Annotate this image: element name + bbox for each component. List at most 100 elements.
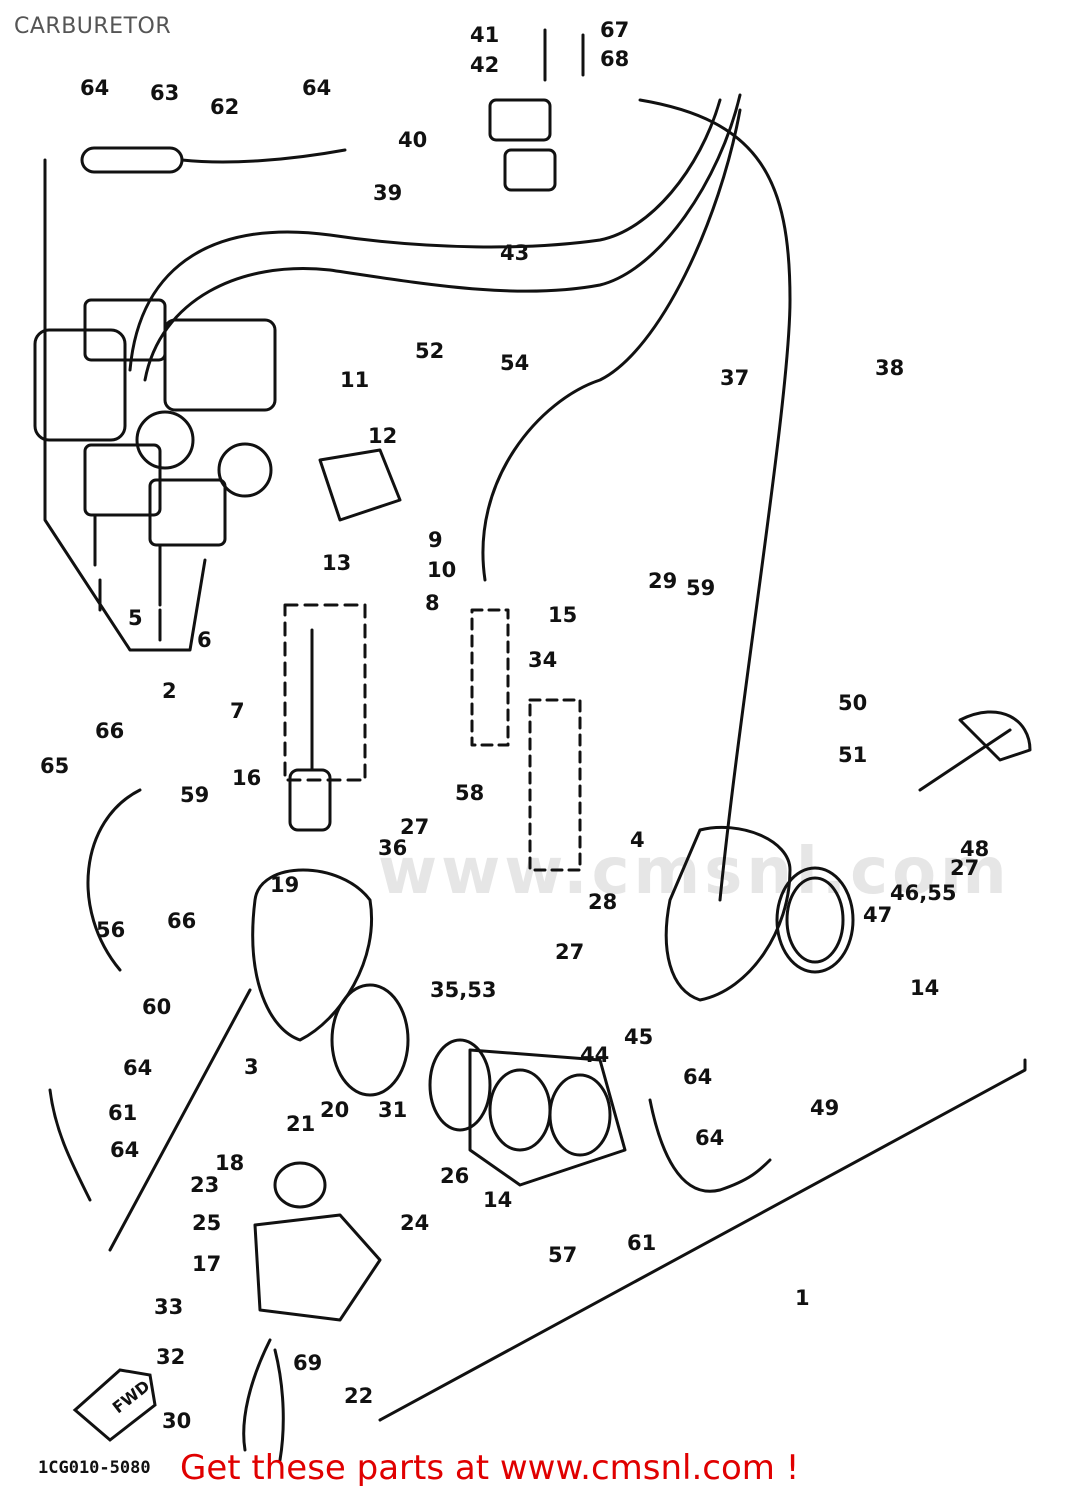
callout-27: 27 bbox=[555, 940, 584, 964]
hose-62 bbox=[180, 148, 347, 164]
callout-44: 44 bbox=[580, 1043, 609, 1067]
callout-64: 64 bbox=[123, 1056, 152, 1080]
callout-58: 58 bbox=[455, 781, 484, 805]
throttle-shaft bbox=[918, 728, 1012, 792]
callout-5: 5 bbox=[128, 606, 143, 630]
callout-49: 49 bbox=[810, 1096, 839, 1120]
fwd-arrow: FWD bbox=[72, 1368, 157, 1442]
callout-51: 51 bbox=[838, 743, 867, 767]
needle-jet-15-box bbox=[470, 608, 510, 747]
callout-34: 34 bbox=[528, 648, 557, 672]
callout-69: 69 bbox=[293, 1351, 322, 1375]
hose-30 bbox=[242, 1338, 272, 1452]
carb-assembly-drawing bbox=[33, 298, 277, 642]
callout-64: 64 bbox=[695, 1126, 724, 1150]
callout-22: 22 bbox=[344, 1384, 373, 1408]
callout-65: 65 bbox=[40, 754, 69, 778]
callout-29: 29 bbox=[648, 569, 677, 593]
callout-labels: 1234567891011121314141516171819202122232… bbox=[40, 18, 989, 1433]
callout-35-53: 35,53 bbox=[430, 978, 496, 1002]
hose-61-left bbox=[48, 1088, 92, 1202]
callout-9: 9 bbox=[428, 528, 443, 552]
diagram-code: 1CG010-5080 bbox=[38, 1458, 151, 1478]
callout-40: 40 bbox=[398, 128, 427, 152]
callout-61: 61 bbox=[627, 1231, 656, 1255]
callout-26: 26 bbox=[440, 1164, 469, 1188]
float-bowl-17 bbox=[253, 1213, 382, 1322]
callout-2: 2 bbox=[162, 679, 177, 703]
callout-59: 59 bbox=[686, 576, 715, 600]
callout-27: 27 bbox=[950, 856, 979, 880]
callout-41: 41 bbox=[470, 23, 499, 47]
pulley-48 bbox=[958, 710, 1032, 762]
callout-23: 23 bbox=[190, 1173, 219, 1197]
callout-48: 48 bbox=[960, 837, 989, 861]
hose-61-right bbox=[648, 1098, 772, 1193]
callout-62: 62 bbox=[210, 95, 239, 119]
bracket-43 bbox=[503, 148, 557, 192]
callout-31: 31 bbox=[378, 1098, 407, 1122]
switch-40 bbox=[488, 98, 552, 142]
callout-52: 52 bbox=[415, 339, 444, 363]
callout-25: 25 bbox=[192, 1211, 221, 1235]
callout-64: 64 bbox=[80, 76, 109, 100]
callout-17: 17 bbox=[192, 1252, 221, 1276]
callout-39: 39 bbox=[373, 181, 402, 205]
callout-15: 15 bbox=[548, 603, 577, 627]
screw-set-34-box bbox=[528, 698, 582, 872]
callout-38: 38 bbox=[875, 356, 904, 380]
callout-8: 8 bbox=[425, 591, 440, 615]
callout-4: 4 bbox=[630, 828, 645, 852]
callout-1: 1 bbox=[795, 1286, 810, 1310]
callout-43: 43 bbox=[500, 241, 529, 265]
callout-20: 20 bbox=[320, 1098, 349, 1122]
needle-set-7-box bbox=[283, 603, 367, 782]
callout-32: 32 bbox=[156, 1345, 185, 1369]
callout-56: 56 bbox=[96, 918, 125, 942]
callout-63: 63 bbox=[150, 81, 179, 105]
callout-27: 27 bbox=[400, 815, 429, 839]
callout-57: 57 bbox=[548, 1243, 577, 1267]
callout-12: 12 bbox=[368, 424, 397, 448]
callout-13: 13 bbox=[322, 551, 351, 575]
callout-64: 64 bbox=[683, 1065, 712, 1089]
cover-13 bbox=[318, 448, 402, 522]
callout-11: 11 bbox=[340, 368, 369, 392]
callout-7: 7 bbox=[230, 699, 245, 723]
page-title: CARBURETOR bbox=[14, 14, 172, 39]
callout-10: 10 bbox=[427, 558, 456, 582]
assembly-bracket-1 bbox=[108, 988, 1027, 1422]
callout-14: 14 bbox=[483, 1188, 512, 1212]
callout-36: 36 bbox=[378, 836, 407, 860]
callout-3: 3 bbox=[244, 1055, 259, 1079]
callout-64: 64 bbox=[302, 76, 331, 100]
hose-69 bbox=[273, 1348, 285, 1462]
callout-60: 60 bbox=[142, 995, 171, 1019]
callout-30: 30 bbox=[162, 1409, 191, 1433]
callout-50: 50 bbox=[838, 691, 867, 715]
callout-28: 28 bbox=[588, 890, 617, 914]
right-carb-body bbox=[664, 825, 855, 1002]
callout-19: 19 bbox=[270, 873, 299, 897]
callout-66: 66 bbox=[167, 909, 196, 933]
throttle-cables bbox=[128, 93, 792, 902]
hose-65 bbox=[86, 788, 142, 972]
callout-54: 54 bbox=[500, 351, 529, 375]
callout-61: 61 bbox=[108, 1101, 137, 1125]
callout-24: 24 bbox=[400, 1211, 429, 1235]
callout-68: 68 bbox=[600, 47, 629, 71]
callout-42: 42 bbox=[470, 53, 499, 77]
intake-manifold bbox=[428, 1038, 627, 1187]
callout-18: 18 bbox=[215, 1151, 244, 1175]
callout-33: 33 bbox=[154, 1295, 183, 1319]
promo-link[interactable]: Get these parts at www.cmsnl.com ! bbox=[180, 1448, 800, 1488]
callout-47: 47 bbox=[863, 903, 892, 927]
callout-37: 37 bbox=[720, 366, 749, 390]
callout-21: 21 bbox=[286, 1112, 315, 1136]
callout-46-55: 46,55 bbox=[890, 881, 956, 905]
callout-16: 16 bbox=[232, 766, 261, 790]
left-carb-body bbox=[251, 768, 410, 1097]
callout-66: 66 bbox=[95, 719, 124, 743]
